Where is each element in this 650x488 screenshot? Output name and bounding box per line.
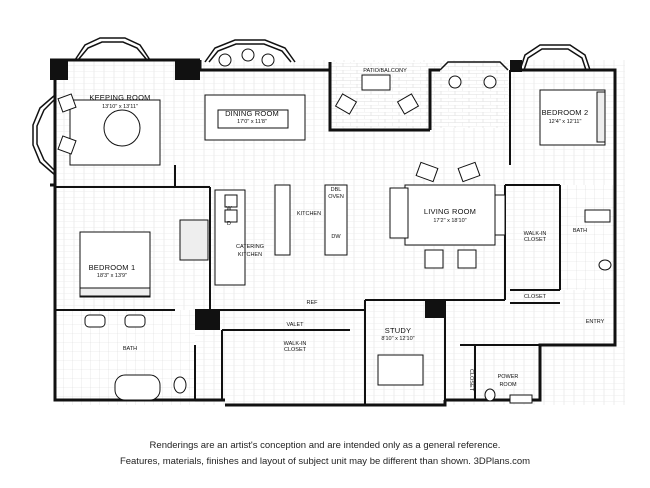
walkin-closet-center-label-2: CLOSET <box>284 347 307 353</box>
wall-blocks <box>50 60 522 330</box>
closet-small-label: CLOSET <box>468 369 474 392</box>
living-room-dims: 17'2" x 18'10" <box>433 218 466 224</box>
bed-1 <box>79 231 151 298</box>
floors <box>55 60 625 405</box>
dryer-label: D <box>227 221 231 227</box>
study-desk <box>377 354 424 386</box>
kitchen-counter <box>274 184 291 256</box>
kitchen-label: KITCHEN <box>297 211 321 217</box>
power-room-label-1: POWER <box>498 374 519 380</box>
armchair <box>57 93 77 113</box>
furniture <box>57 48 612 404</box>
catering-kitchen-label-2: KITCHEN <box>238 252 262 258</box>
disclaimer-line-1: Renderings are an artist's conception an… <box>149 440 501 451</box>
living-room-label: LIVING ROOM <box>424 207 476 216</box>
walkin-closet-center-label-1: WALK-IN <box>284 341 307 347</box>
bedroom1-label: BEDROOM 1 <box>89 263 136 272</box>
disclaimer-line-2: Features, materials, finishes and layout… <box>119 456 531 467</box>
catering-kitchen-label-1: CATERING <box>236 244 264 250</box>
dining-room-label: DINING ROOM <box>225 109 279 118</box>
bed-2 <box>539 89 606 146</box>
dishwasher-label: DW <box>331 234 341 240</box>
keeping-room-table <box>103 109 141 147</box>
living-rug <box>404 184 496 246</box>
dining-room-dims: 17'0" x 11'8" <box>237 119 267 125</box>
walkin-closet-right-label-1: WALK-IN <box>524 231 547 237</box>
interior-walls <box>55 70 561 405</box>
keeping-room-dims: 13'10" x 13'11" <box>102 104 138 110</box>
bathtub <box>114 374 161 401</box>
refrigerator-label: REF <box>307 300 319 306</box>
power-room-label-2: ROOM <box>499 382 517 388</box>
bedroom1-dims: 18'3" x 13'9" <box>97 273 127 279</box>
dining-table <box>217 109 289 129</box>
walkin-closet-right-label-2: CLOSET <box>524 237 547 243</box>
study-label: STUDY <box>385 326 411 335</box>
bedroom2-dims: 12'4" x 12'11" <box>549 119 582 125</box>
patio-label: PATIO/BALCONY <box>363 68 407 74</box>
kitchen-island <box>324 184 348 256</box>
bedroom2-label: BEDROOM 2 <box>542 108 589 117</box>
appliance-labels: DBL OVEN DW REF W D <box>226 187 343 306</box>
keeping-room-label: KEEPING ROOM <box>89 93 150 102</box>
study-dims: 8'10" x 12'10" <box>381 336 414 342</box>
washer-label: W <box>226 206 232 212</box>
room-labels: KEEPING ROOM 13'10" x 13'11" DINING ROOM… <box>89 68 605 392</box>
entry-label: ENTRY <box>586 319 605 325</box>
dbl-oven-label-2: OVEN <box>328 194 344 200</box>
valet-label: VALET <box>286 322 304 328</box>
armchair <box>57 135 77 155</box>
closet-right-label: CLOSET <box>524 294 547 300</box>
dbl-oven-label-1: DBL <box>331 187 342 193</box>
bay-windows <box>32 37 591 176</box>
bath-left-label: BATH <box>123 346 137 352</box>
bath-right-label: BATH <box>573 228 587 234</box>
sofa <box>389 187 409 239</box>
